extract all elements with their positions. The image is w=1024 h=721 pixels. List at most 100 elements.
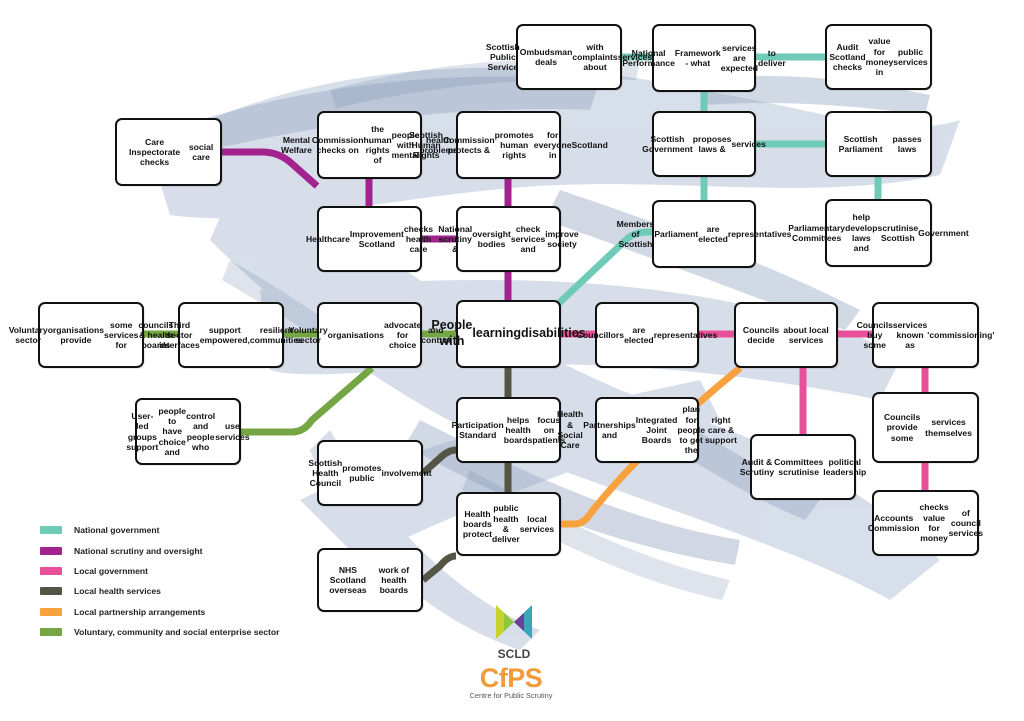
node-care-inspectorate: Care Inspectorate checks social care [115, 118, 222, 186]
node-text-line: people to have choice and [158, 405, 187, 457]
node-text-line: representatives [727, 228, 792, 239]
node-text-line: Audit Scotland checks [829, 41, 866, 73]
node-text-line: public services [893, 46, 928, 67]
node-text-line: resilient communities [249, 324, 303, 345]
connector-line [420, 552, 457, 583]
node-text-line: support empowered, [199, 324, 250, 345]
legend-label: Local partnership arrangements [74, 606, 206, 617]
node-text-line: Ombudsman deals [519, 46, 573, 67]
legend-swatch [40, 546, 62, 555]
node-text-line: National scrutiny & [438, 223, 473, 255]
node-text-line: Government [918, 227, 969, 238]
node-text-line: public health & deliver [492, 503, 520, 545]
connector-line [420, 446, 457, 476]
node-text-line: learning [472, 326, 522, 341]
node-text-line: Scottish Health Council [308, 457, 343, 489]
node-text-line: help develop laws and [845, 212, 878, 254]
node-text-line: helps health boards [503, 414, 533, 446]
legend-label: Local government [74, 565, 149, 576]
node-text-line: Care Inspectorate checks [129, 136, 181, 168]
node-text-line: Voluntary sector [8, 324, 48, 345]
node-text-line: services known as [892, 319, 928, 351]
node-text-line: Councils provide some [883, 412, 921, 443]
node-text-line: with complaints about [572, 41, 618, 73]
node-text-line: Scottish Public Service [485, 41, 520, 73]
node-text-line: Health boards protect [462, 508, 493, 540]
node-text-line: some services for [104, 319, 139, 351]
node-text-line: improve society [545, 228, 579, 249]
node-text-line: Mental Welfare [281, 134, 312, 155]
node-text-line: disabilities [521, 326, 586, 341]
node-text-line: Members of Scottish [616, 218, 655, 250]
node-text-line: checks health care [403, 223, 434, 255]
node-text-line: Committees scrutinise [774, 456, 824, 477]
node-text-line: checks value for money [919, 502, 949, 544]
node-text-line: are elected [624, 324, 654, 345]
legend-label: National scrutiny and oversight [74, 545, 203, 556]
legend-item-local-government: Local government [40, 561, 280, 581]
connector-line [222, 148, 320, 189]
node-text-line: advocate for choice [383, 319, 422, 351]
node-text-line: Parliament [654, 228, 699, 239]
node-text-line: are elected [698, 223, 728, 244]
node-text-line: local services [519, 513, 555, 534]
node-text-line: oversight bodies [472, 228, 511, 249]
node-text-line: services [731, 138, 766, 149]
connector-line [241, 365, 375, 436]
node-text-line: councils & health boards [138, 319, 174, 351]
node-text-line: Parliamentary Committees [788, 222, 846, 243]
legend-item-national-government: National government [40, 520, 280, 540]
node-scottish-parliament: Scottish Parliament passes laws [825, 111, 932, 177]
node-text-line: services themselves [925, 417, 972, 438]
node-text-line: political leadership [823, 456, 867, 477]
node-text-line: about local services [783, 324, 829, 345]
node-text-line: Councils decide [742, 324, 780, 345]
node-text-line: health problems [419, 134, 459, 155]
node-text-line: passes laws [892, 133, 922, 154]
node-text-line: National Performance [622, 47, 675, 68]
node-text-line: Scottish Parliament [838, 133, 883, 154]
legend-swatch [40, 566, 62, 575]
node-text-line: 'commissioning' [927, 329, 995, 340]
node-text-line: focus on patients [532, 414, 566, 446]
cfps-logo-text: CfPS [479, 663, 543, 693]
node-text-line: Commission protects & [443, 134, 495, 155]
node-text-line: services are expected [720, 42, 758, 74]
node-text-line: promotes public [342, 462, 382, 483]
node-text-line: User-led groups support [126, 410, 159, 452]
legend-item-voluntary-sector: Voluntary, community and social enterpri… [40, 622, 280, 642]
node-text-line: Scottish Government [642, 133, 693, 154]
node-text-line: scrutinise Scottish [877, 222, 919, 243]
legend-swatch [40, 628, 62, 637]
node-text-line: social care [188, 141, 214, 162]
legend-swatch [40, 607, 62, 616]
node-text-line: organisations [327, 329, 384, 340]
node-text-line: the human rights of [363, 124, 392, 166]
node-text-line: organisations provide [47, 324, 105, 345]
node-text-line: use services [215, 421, 250, 442]
node-text-line: control and people who [186, 410, 216, 452]
node-text-line: Improvement Scotland [349, 228, 404, 249]
node-text-line: People with [431, 318, 473, 348]
node-text-line: for everyone in [533, 129, 572, 161]
node-text-line: check services and [510, 223, 546, 255]
node-text-line: promotes human rights [494, 129, 534, 161]
node-text-line: Healthcare [305, 233, 350, 244]
node-text-line: Participation Standard [451, 419, 504, 440]
